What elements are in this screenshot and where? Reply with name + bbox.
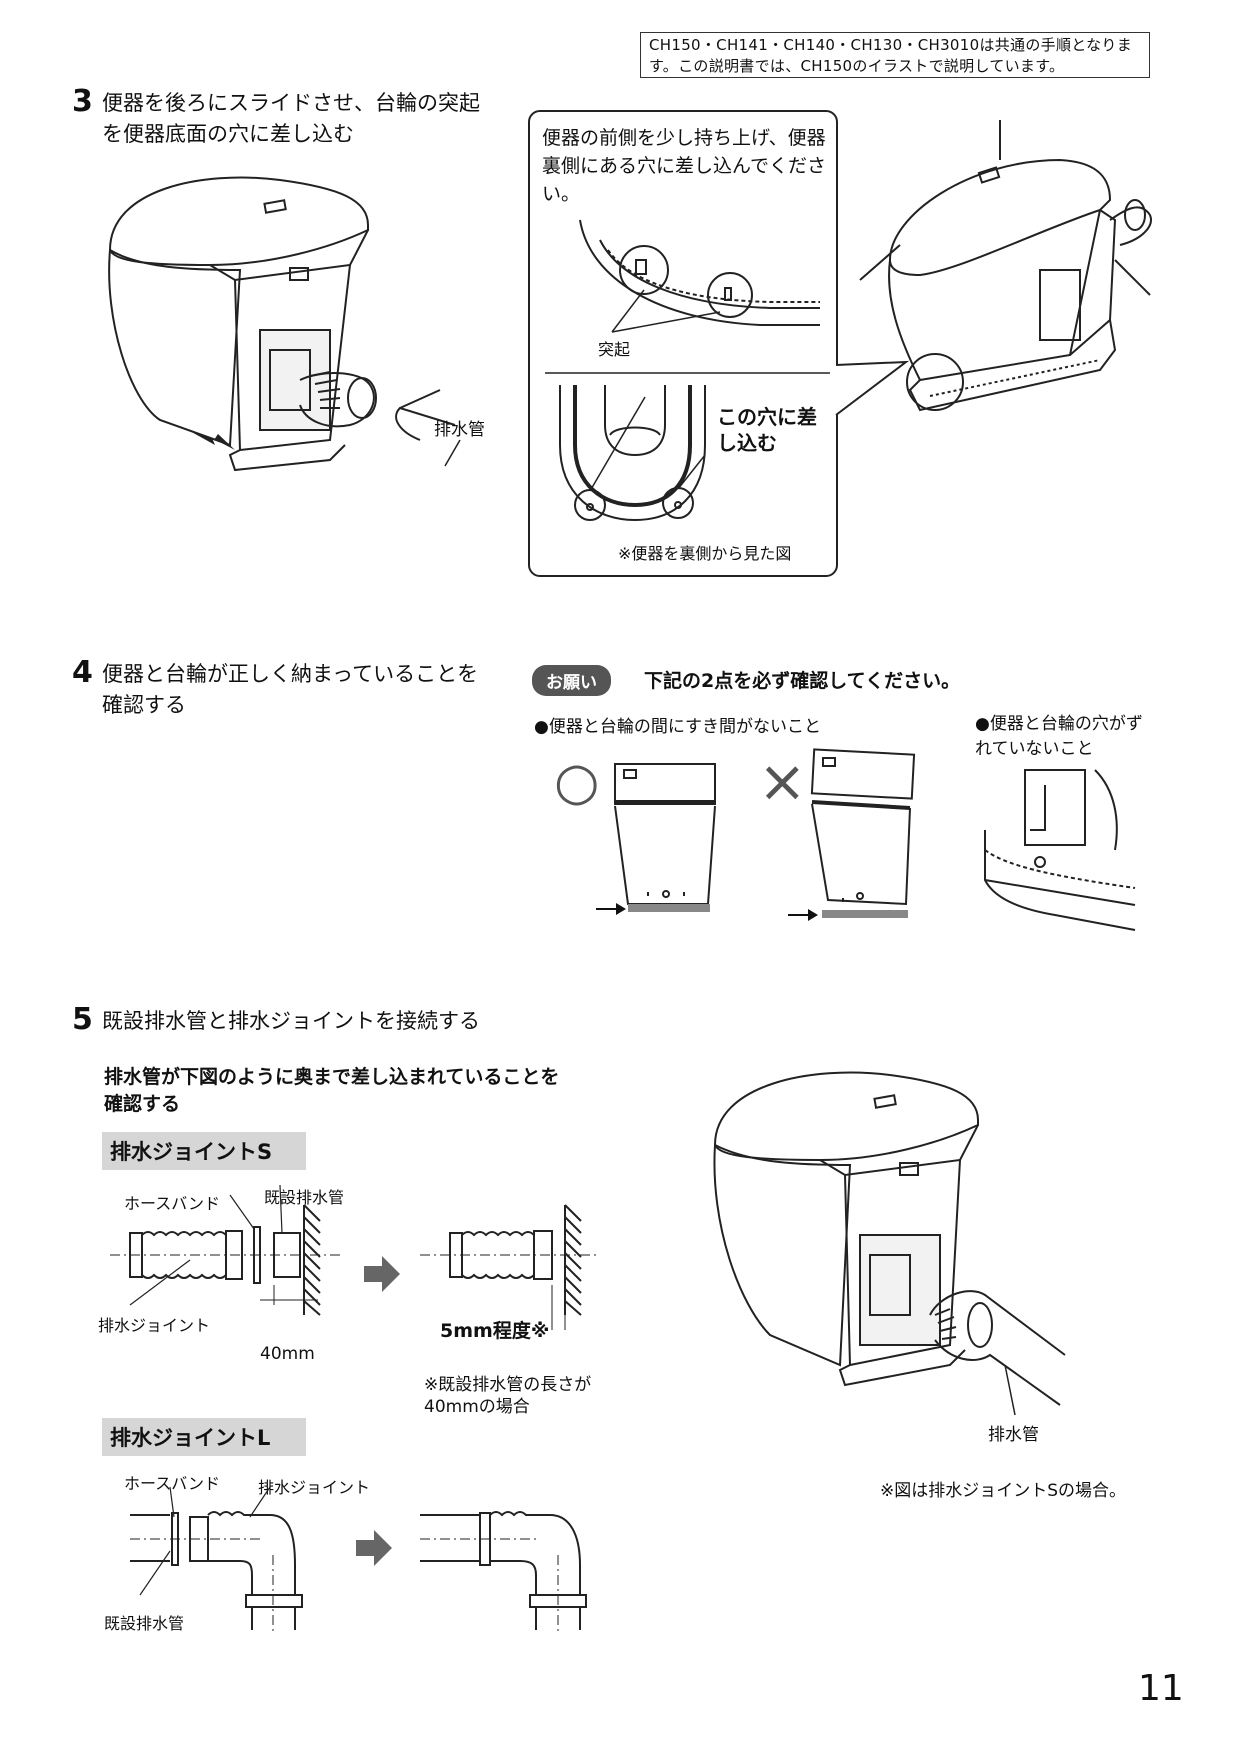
step-3-number: 3 — [72, 84, 93, 119]
label-protrusion: 突起 — [598, 340, 631, 359]
step-4-text: 便器と台輪が正しく納まっていることを確認する — [102, 662, 479, 717]
callout-text: 便器の前側を少し持ち上げ、便器裏側にある穴に差し込んでください。 — [542, 127, 827, 205]
joint-s-title: 排水ジョイントS — [102, 1132, 306, 1170]
note-40mm: ※既設排水管の長さが40mmの場合 — [424, 1375, 592, 1417]
toilet-connected-illustration — [713, 1071, 1066, 1416]
ng-mark: × — [758, 747, 807, 815]
note-figure-joint-s: ※図は排水ジョイントSの場合。 — [880, 1481, 1127, 1501]
joint-l-before-diagram — [130, 1486, 303, 1635]
label-insert-hole: この穴に差し込む — [717, 405, 817, 455]
label-hose-band-l: ホースバンド — [124, 1474, 221, 1493]
step-5-subtext: 排水管が下図のように奥まで差し込まれていることを確認する — [104, 1066, 560, 1115]
applicability-note: CH150・CH141・CH140・CH130・CH3010は共通の手順となりま… — [640, 32, 1150, 78]
step-3-text: 便器を後ろにスライドさせ、台輪の突起を便器底面の穴に差し込む — [102, 91, 480, 146]
label-40mm: 40mm — [260, 1344, 315, 1364]
arrow-l — [356, 1530, 392, 1566]
hole-alignment-detail — [984, 769, 1136, 931]
toilet-slide-illustration — [108, 176, 456, 472]
label-rear-view: ※便器を裏側から見た図 — [618, 544, 792, 563]
joint-l-title: 排水ジョイントL — [102, 1418, 306, 1456]
check-no-gap: ●便器と台輪の間にすき間がないこと — [534, 717, 822, 737]
step-5-text: 既設排水管と排水ジョイントを接続する — [102, 1009, 480, 1033]
callout-pointer — [835, 360, 910, 416]
toilet-right-illustration — [859, 120, 1152, 412]
toilet-incorrect-side — [788, 748, 916, 921]
label-existing-pipe-l: 既設排水管 — [104, 1614, 185, 1633]
request-badge: お願い — [532, 665, 611, 696]
check-holes-aligned: ●便器と台輪の穴がずれていないこと — [975, 714, 1143, 759]
ok-mark: ○ — [554, 752, 600, 812]
page-number: 11 — [1138, 1668, 1184, 1709]
protrusion-detail — [579, 219, 820, 333]
label-hose-band-s: ホースバンド — [124, 1194, 221, 1213]
label-drain-joint-s: 排水ジョイント — [98, 1316, 211, 1335]
step-5-number: 5 — [72, 1002, 93, 1037]
toilet-correct-side — [596, 763, 716, 915]
step-4-number: 4 — [72, 655, 93, 690]
rear-view-illustration — [559, 385, 706, 522]
label-drain-pipe-step3: 排水管 — [434, 420, 485, 440]
leader-drain-step3 — [444, 439, 461, 467]
label-5mm: 5mm程度※ — [440, 1320, 550, 1342]
callout-box — [528, 110, 838, 577]
label-drain-joint-l: 排水ジョイント — [258, 1478, 371, 1497]
joint-l-after-diagram — [420, 1511, 587, 1635]
arrow-s — [364, 1256, 400, 1292]
joint-s-before-diagram — [110, 1184, 340, 1316]
label-drain-pipe-step5: 排水管 — [988, 1425, 1039, 1445]
label-existing-pipe-s: 既設排水管 — [264, 1188, 345, 1207]
request-text: 下記の2点を必ず確認してください。 — [644, 670, 961, 692]
callout-divider — [545, 372, 830, 374]
joint-s-after-diagram — [420, 1204, 600, 1330]
